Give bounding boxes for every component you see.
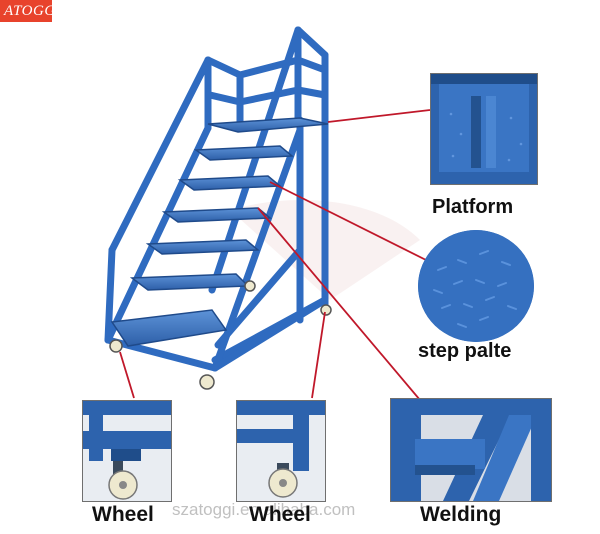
step-tread xyxy=(110,309,228,347)
caption-step-plate: step palte xyxy=(418,340,512,362)
step-tread xyxy=(161,207,272,223)
welding-closeup xyxy=(390,398,552,502)
step-tread xyxy=(177,175,282,191)
step-tread xyxy=(129,273,250,291)
wheel-closeup-right xyxy=(236,400,326,502)
caption-wheel-left: Wheel xyxy=(92,503,154,526)
platform-closeup xyxy=(430,73,538,185)
watermark-text: szatoggi.en.alibaba.com xyxy=(172,500,356,519)
step-tread xyxy=(193,145,294,161)
caption-platform: Platform xyxy=(432,196,514,218)
brand-logo-badge: ATOGGI xyxy=(0,0,61,22)
step-plate-closeup xyxy=(418,230,534,342)
caster-wheels xyxy=(109,280,332,390)
brand-logo: ATOGGI xyxy=(4,3,62,19)
step-tread xyxy=(145,239,260,255)
caption-welding: Welding xyxy=(420,503,502,526)
wheel-closeup-left xyxy=(82,400,172,502)
caption-wheel-right: Wheel xyxy=(249,503,311,526)
platform-tread xyxy=(207,117,329,133)
